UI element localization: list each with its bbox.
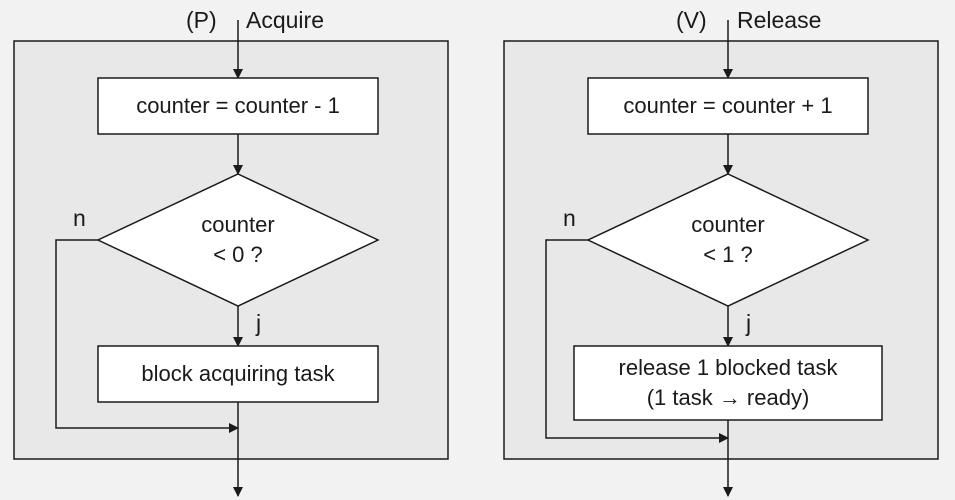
acquire-prefix: (P)	[186, 7, 217, 33]
release-wake-text: release 1 blocked task (1 task → ready)	[574, 346, 882, 420]
acquire-decision-line1: counter	[201, 212, 275, 238]
acquire-decision-line2: < 0 ?	[213, 242, 263, 267]
acquire-decrement-box	[97, 77, 379, 135]
acquire-block-box	[97, 345, 379, 403]
release-increment-label: counter = counter + 1	[623, 93, 833, 119]
release-no-label: n	[563, 205, 576, 231]
acquire-title: Acquire	[246, 7, 324, 33]
acquire-no-path	[55, 239, 239, 433]
acquire-yes-label: j	[256, 310, 262, 336]
release-prefix: (V)	[676, 7, 707, 33]
acquire-no-label: n	[73, 205, 86, 231]
acquire-decision-text: counter < 0 ?	[138, 206, 338, 274]
release-increment-text: counter = counter + 1	[588, 78, 868, 134]
release-no-path	[545, 239, 729, 443]
release-title: Release	[737, 7, 822, 33]
release-decision-line2: < 1 ?	[703, 242, 753, 267]
release-wake-box	[573, 345, 883, 421]
release-decision-text: counter < 1 ?	[628, 206, 828, 274]
release-wake-line2: (1 task → ready)	[646, 385, 810, 410]
release-decision-line1: counter	[691, 212, 765, 238]
release-wake-line1: release 1 blocked task	[618, 355, 838, 381]
acquire-decrement-label: counter = counter - 1	[136, 93, 340, 119]
acquire-block-label: block acquiring task	[141, 361, 335, 387]
release-yes-label: j	[746, 310, 752, 336]
acquire-decrement-text: counter = counter - 1	[98, 78, 378, 134]
acquire-block-text: block acquiring task	[98, 346, 378, 402]
